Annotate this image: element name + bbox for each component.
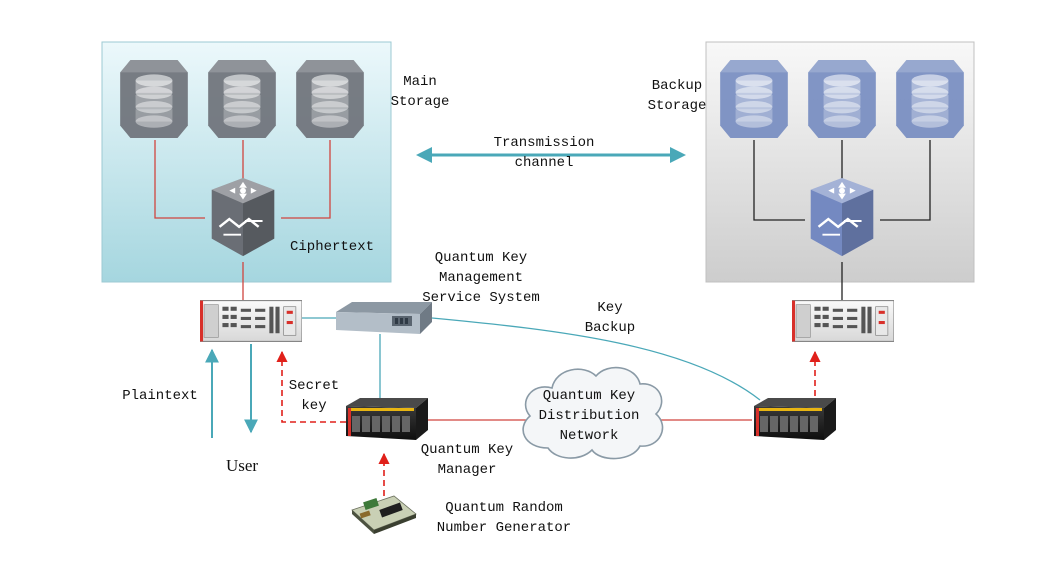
qkd-network-cloud [522, 366, 664, 460]
plaintext-label: Plaintext [122, 388, 198, 404]
backup-storage-links [753, 140, 931, 300]
qrng-device [351, 495, 417, 534]
user-label: User [225, 456, 259, 475]
main-encryption-device [200, 300, 302, 342]
secret-key-arrow [276, 350, 346, 423]
teal-connections [302, 317, 761, 402]
main-db-stack-3 [296, 60, 364, 138]
transmission-channel-arrow [416, 147, 686, 163]
plaintext-arrows [205, 344, 258, 438]
ciphertext-label: Ciphertext [289, 239, 374, 255]
backup-db-stack-2 [808, 60, 876, 138]
main-storage-links [154, 140, 331, 300]
qk-manager-main [346, 398, 428, 440]
main-db-stack-1 [120, 60, 188, 138]
backup-encryption-device [792, 300, 894, 342]
backup-db-stack-3 [896, 60, 964, 138]
main-db-stack-2 [208, 60, 276, 138]
qkms-device [336, 302, 432, 334]
qk-manager-backup [754, 398, 836, 440]
backup-db-stack-1 [720, 60, 788, 138]
